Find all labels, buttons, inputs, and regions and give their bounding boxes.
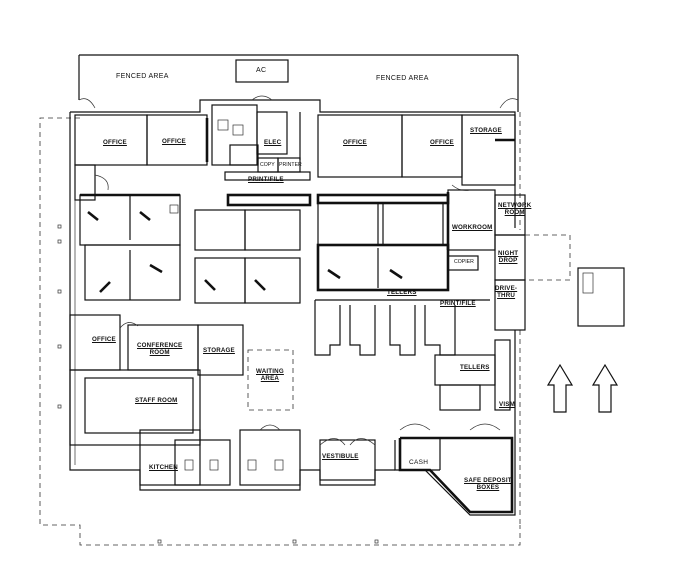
office-label-1: OFFICE [103, 139, 127, 146]
cash-label: CASH [409, 459, 429, 466]
ac-label: AC [256, 67, 267, 74]
vestibule-walls [319, 438, 376, 481]
teller-line [314, 299, 511, 411]
drive-thru-label: DRIVE- THRU [495, 285, 517, 299]
storage-mid-label: STORAGE [203, 347, 235, 354]
top-center-rooms [211, 95, 311, 181]
top-right-offices [317, 114, 516, 191]
tellers-top-label: TELLERS [387, 289, 417, 296]
print-file-top-label: PRINT/FILE [248, 176, 284, 183]
vault [398, 423, 514, 514]
traffic-arrows [546, 363, 619, 413]
cubicles-left [79, 193, 181, 301]
safe-deposit-label: SAFE DEPOSIT BOXES [464, 477, 512, 491]
lower-left-rooms [69, 314, 244, 446]
network-room-label: NETWORK ROOM [498, 202, 531, 216]
restrooms-kitchen [139, 424, 301, 486]
copy-label: COPY [260, 162, 275, 168]
printer-label: PRINTER [279, 162, 302, 168]
staff-room-label: STAFF ROOM [135, 397, 178, 404]
kitchen-label: KITCHEN [149, 464, 178, 471]
fenced-area-right-label: FENCED AREA [376, 75, 429, 82]
canopy-dashed-outline [39, 112, 521, 546]
top-left-offices [74, 114, 209, 201]
fenced-area-left-label: FENCED AREA [116, 73, 169, 80]
office-label-4: OFFICE [430, 139, 454, 146]
office-label-3: OFFICE [343, 139, 367, 146]
office-label-2: OFFICE [162, 138, 186, 145]
night-drop-label-line2: DROP [498, 257, 518, 264]
cubicles-right [316, 189, 496, 292]
waiting-area-label-line1: WAITING [256, 368, 284, 375]
drive-thru-label-line1: DRIVE- [495, 285, 518, 292]
workroom-label: WORKROOM [452, 224, 493, 231]
night-drop-label: NIGHT DROP [498, 250, 518, 264]
copier-label: COPIER [454, 259, 474, 265]
office-label-5: OFFICE [92, 336, 116, 343]
network-room-label-line2: ROOM [504, 209, 525, 216]
vestibule-label: VESTIBULE [322, 453, 359, 460]
conference-room-label: CONFERENCE ROOM [137, 342, 182, 356]
vism-label: VISM [499, 401, 515, 408]
conference-room-label-line2: ROOM [149, 349, 170, 356]
conference-room-label-line1: CONFERENCE [137, 342, 183, 349]
column-markers [57, 224, 379, 544]
drive-thru-label-line2: THRU [497, 292, 516, 299]
waiting-area-label-line2: AREA [260, 375, 280, 382]
cubicles-center [194, 193, 312, 304]
waiting-area-box [247, 349, 294, 411]
safe-deposit-label-line2: BOXES [476, 484, 500, 491]
ac-unit [235, 59, 289, 83]
storage-top-label: STORAGE [470, 127, 502, 134]
network-and-drive-thru [494, 194, 625, 331]
print-file-mid-label: PRINT/FILE [440, 300, 476, 307]
elec-label: ELEC [264, 139, 282, 146]
fenced-area-outline [78, 54, 519, 112]
network-room-label-line1: NETWORK [498, 202, 532, 209]
night-drop-label-line1: NIGHT [498, 250, 519, 257]
tellers-right-label: TELLERS [460, 364, 490, 371]
safe-deposit-label-line1: SAFE DEPOSIT [464, 477, 512, 484]
waiting-area-label: WAITING AREA [256, 368, 284, 382]
